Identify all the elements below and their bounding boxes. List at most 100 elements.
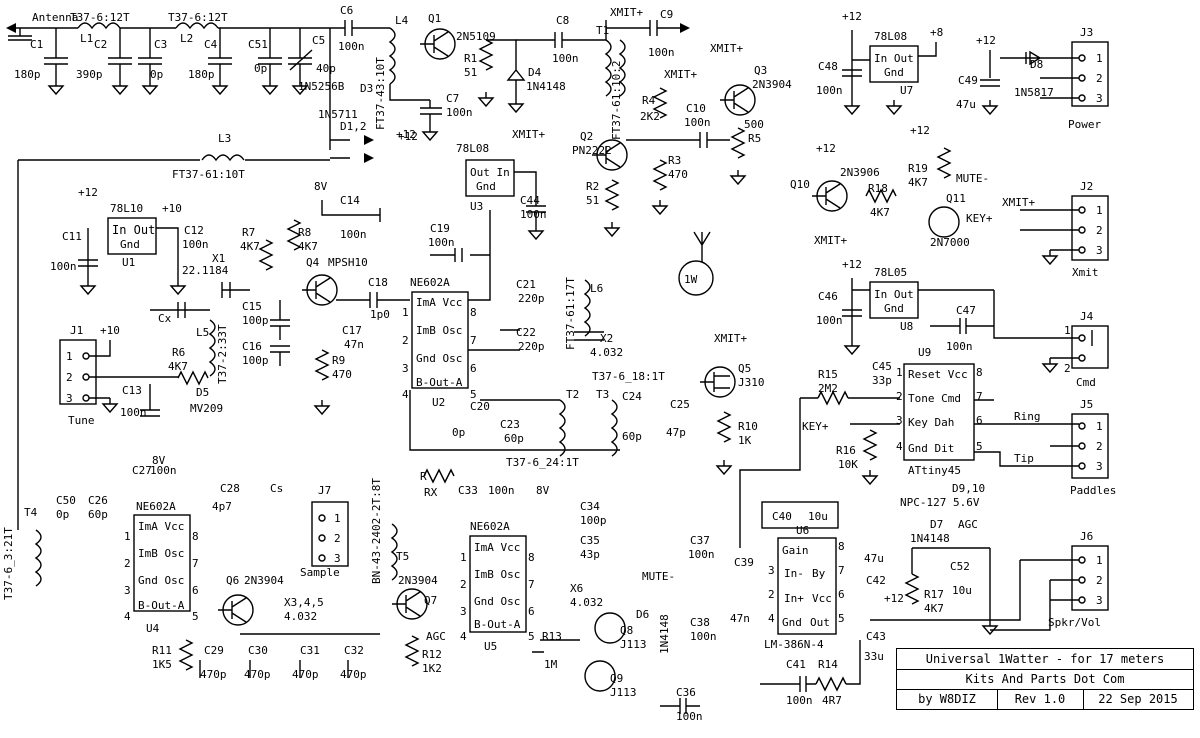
svg-text:T5: T5 (396, 550, 409, 563)
u1-part: 78L10 (110, 202, 143, 215)
c23-value: 60p (504, 432, 524, 445)
svg-text:C43: C43 (866, 630, 886, 643)
c33-value: 100n (488, 484, 515, 497)
r8-value: 4K7 (298, 240, 318, 253)
svg-text:C42: C42 (866, 574, 886, 587)
v8-u5: 8V (536, 484, 550, 497)
svg-text:7: 7 (838, 564, 845, 577)
svg-text:Gnd Osc: Gnd Osc (474, 595, 520, 608)
q10-value: 2N3906 (840, 166, 880, 179)
svg-text:C38: C38 (690, 616, 710, 629)
svg-text:1: 1 (1096, 52, 1103, 65)
svg-text:C33: C33 (458, 484, 478, 497)
svg-text:3: 3 (124, 584, 131, 597)
svg-text:C30: C30 (248, 644, 268, 657)
svg-text:3: 3 (768, 564, 775, 577)
svg-text:C10: C10 (686, 102, 706, 115)
svg-text:2: 2 (1096, 224, 1103, 237)
svg-text:2: 2 (334, 532, 341, 545)
l1-core-label: T37-6:12T (70, 11, 130, 24)
svg-text:In-: In- (784, 567, 804, 580)
svg-text:C9: C9 (660, 8, 673, 21)
j4-name: Cmd (1076, 376, 1096, 389)
svg-text:C39: C39 (734, 556, 754, 569)
svg-text:Q7: Q7 (424, 594, 437, 607)
key-q11: KEY+ (966, 212, 993, 225)
connector-j7: 1 2 3 J7 Sample (300, 484, 349, 579)
c32-value: 470p (340, 668, 367, 681)
p12-a: +12 (398, 130, 418, 143)
c16-value: 100p (242, 354, 269, 367)
svg-text:3: 3 (896, 414, 903, 427)
svg-text:D3: D3 (360, 82, 373, 95)
svg-text:L1: L1 (80, 32, 93, 45)
svg-text:U7: U7 (900, 84, 913, 97)
svg-text:C35: C35 (580, 534, 600, 547)
r16-value: 10K (838, 458, 858, 471)
u7-part: 78L08 (874, 30, 907, 43)
c4-value: 180p (188, 68, 215, 81)
svg-text:R13: R13 (542, 630, 562, 643)
c30-value: 470p (244, 668, 271, 681)
svg-text:3: 3 (1096, 244, 1103, 257)
svg-text:2: 2 (1064, 362, 1071, 375)
t5-core-label: BN-43-2402-2T:8T (370, 478, 383, 584)
svg-text:R15: R15 (818, 368, 838, 381)
c36-value: 100n (676, 710, 703, 723)
j7-name: Sample (300, 566, 340, 579)
revision: Rev 1.0 (997, 689, 1084, 709)
d3-value: 1N5256B (298, 80, 345, 93)
svg-text:4: 4 (460, 630, 467, 643)
ring-label: Ring (1014, 410, 1041, 423)
svg-text:C24: C24 (622, 390, 642, 403)
d5-value: MV209 (190, 402, 223, 415)
c38-value: 100n (690, 630, 717, 643)
svg-text:Gnd Osc: Gnd Osc (416, 352, 462, 365)
l2-core-label: T37-6:12T (168, 11, 228, 24)
svg-text:6: 6 (192, 584, 199, 597)
svg-text:D4: D4 (528, 66, 542, 79)
svg-text:D7: D7 (930, 518, 943, 531)
svg-text:T1: T1 (596, 24, 609, 37)
c12-value: 100n (182, 238, 209, 251)
svg-text:C29: C29 (204, 644, 224, 657)
agc-q7: AGC (426, 630, 446, 643)
svg-text:2: 2 (896, 390, 903, 403)
svg-text:R8: R8 (298, 226, 311, 239)
svg-text:In+: In+ (784, 592, 804, 605)
svg-text:2: 2 (1096, 440, 1103, 453)
svg-text:Out In: Out In (470, 166, 510, 179)
title-meta-row: by W8DIZ Rev 1.0 22 Sep 2015 (897, 689, 1193, 709)
svg-text:ImA Vcc: ImA Vcc (416, 296, 462, 309)
q5-value: J310 (738, 376, 765, 389)
svg-text:1: 1 (402, 306, 409, 319)
svg-text:C16: C16 (242, 340, 262, 353)
svg-text:8: 8 (976, 366, 983, 379)
c50-value: 0p (56, 508, 69, 521)
svg-text:R4: R4 (642, 94, 656, 107)
svg-text:C12: C12 (184, 224, 204, 237)
svg-text:D6: D6 (636, 608, 649, 621)
c15-value: 100p (242, 314, 269, 327)
svg-text:X2: X2 (600, 332, 613, 345)
svg-text:R: R (420, 470, 427, 483)
c6-value: 100n (338, 40, 365, 53)
svg-text:C44: C44 (520, 194, 540, 207)
c39-value: 47n (730, 612, 750, 625)
q1-value: 2N5109 (456, 30, 496, 43)
c10-value: 100n (684, 116, 711, 129)
svg-text:4: 4 (768, 612, 775, 625)
d4-value: 1N4148 (526, 80, 566, 93)
svg-text:ImA Vcc: ImA Vcc (138, 520, 184, 533)
x6-value: 4.032 (570, 596, 603, 609)
svg-text:6: 6 (838, 588, 845, 601)
c26-value: 60p (88, 508, 108, 521)
c21-value: 220p (518, 292, 545, 305)
xmit-q5: XMIT+ (714, 332, 747, 345)
svg-text:R3: R3 (668, 154, 681, 167)
c3-value: 0p (150, 68, 163, 81)
svg-text:R14: R14 (818, 658, 838, 671)
